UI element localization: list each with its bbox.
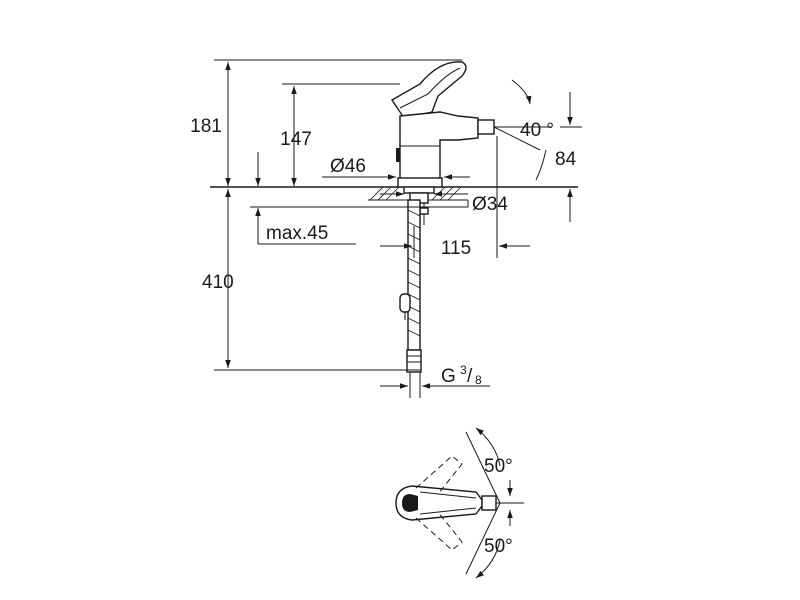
dimension-base-diameter: Ø46: [322, 156, 470, 180]
label-projection: 115: [441, 238, 471, 259]
hose-fitting: [406, 349, 422, 373]
label-spout-angle: 40 °: [520, 120, 554, 141]
label-lever-angle-bottom: 50°: [484, 536, 513, 557]
side-elevation-view: 181 147 max.45 Ø46 Ø34: [190, 59, 582, 398]
mounting-assembly: [399, 186, 435, 398]
dimension-spout-angle: 40 °: [493, 79, 554, 181]
base-flange: [397, 177, 443, 188]
plan-spout: [481, 495, 497, 511]
plan-handle-rotated-top: [415, 455, 463, 495]
dimension-spout-height: 147: [280, 83, 400, 186]
label-below-deck: 410: [202, 272, 234, 293]
label-spout-height: 147: [280, 129, 312, 150]
label-connection-numerator: 3: [460, 363, 467, 377]
dimension-projection: 115: [380, 136, 530, 259]
pop-up-knob: [399, 293, 411, 313]
label-spout-drop: 84: [555, 149, 577, 170]
label-base-diameter: Ø46: [330, 156, 366, 177]
label-max-thickness: max.45: [266, 223, 328, 244]
label-connection-denominator: 8: [475, 373, 482, 387]
label-total-height: 181: [190, 116, 222, 137]
label-lever-angle-top: 50°: [484, 456, 513, 477]
dimension-spout-drop: 84: [555, 92, 582, 222]
label-hole-diameter: Ø34: [472, 194, 508, 215]
plan-view: 50° 50°: [395, 427, 524, 579]
dimension-total-height: 181: [190, 59, 462, 186]
dimension-max-thickness: max.45: [250, 152, 440, 245]
dimension-hole-diameter: Ø34: [380, 191, 508, 215]
label-connection-slash: /: [467, 366, 473, 387]
dimension-connection-thread: G 3 / 8: [380, 363, 490, 389]
lever-handle: [391, 61, 467, 119]
label-connection-prefix: G: [441, 366, 456, 387]
dimension-below-deck: 410: [202, 189, 420, 371]
plan-handle-rotated-bottom: [415, 511, 463, 551]
spout-nozzle: [477, 119, 495, 135]
faucet-body: [396, 111, 495, 188]
